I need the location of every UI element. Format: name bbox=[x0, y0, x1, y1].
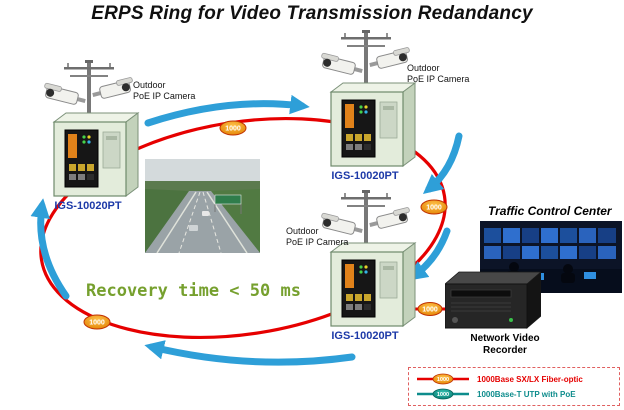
photo-road-sign bbox=[214, 194, 242, 205]
utp-arrow-top bbox=[144, 94, 310, 127]
highway-photo bbox=[145, 159, 260, 253]
pole-camera-cabinet-illustration bbox=[318, 29, 416, 167]
camera-label-top-right: Outdoor PoE IP Camera bbox=[407, 63, 470, 85]
ring-speed-badges: 1000 1000 1000 1000 bbox=[83, 120, 448, 330]
utp-ring-arrows bbox=[30, 94, 463, 366]
utp-arrow-right-upper bbox=[422, 132, 463, 194]
svg-text:1000: 1000 bbox=[437, 377, 449, 383]
photo-car bbox=[202, 211, 209, 216]
speed-badge-top: 1000 bbox=[219, 120, 247, 136]
camera-switch-node-top-right: IGS-10020PT bbox=[305, 29, 425, 195]
legend-utp-label: 1000Base-T UTP with PoE bbox=[477, 389, 576, 399]
svg-text:1000: 1000 bbox=[225, 126, 241, 133]
photo-car bbox=[189, 225, 198, 231]
speed-badge-nvr-link: 1000 bbox=[417, 302, 443, 316]
nvr-label: Network Video Recorder bbox=[470, 333, 540, 356]
page-title: ERPS Ring for Video Transmission Redanda… bbox=[91, 3, 533, 24]
legend-item-utp: 1000 1000Base-T UTP with PoE bbox=[415, 388, 613, 400]
nvr-status-led bbox=[509, 318, 513, 322]
switch-model-label: IGS-10020PT bbox=[331, 330, 399, 342]
recovery-time-text: Recovery time < 50 ms bbox=[86, 281, 301, 301]
photo-road bbox=[145, 191, 260, 253]
video-wall-screens bbox=[484, 228, 616, 259]
speed-badge-bottom-left: 1000 bbox=[83, 314, 111, 330]
svg-text:1000: 1000 bbox=[437, 392, 449, 398]
svg-text:1000: 1000 bbox=[422, 307, 438, 314]
pole-camera-cabinet-illustration bbox=[41, 59, 139, 197]
utp-arrow-right-lower bbox=[407, 227, 451, 281]
pole-camera-cabinet-illustration bbox=[318, 189, 416, 327]
camera-switch-node-bottom: IGS-10020PT bbox=[305, 189, 425, 355]
nvr-device-image bbox=[445, 271, 541, 329]
nvr-power-button bbox=[452, 317, 458, 323]
traffic-control-center-label: Traffic Control Center bbox=[488, 204, 612, 218]
utp-arrow-bottom bbox=[144, 340, 356, 366]
legend: 1000 1000Base SX/LX Fiber-optic 1000 100… bbox=[408, 367, 620, 406]
switch-model-label: IGS-10020PT bbox=[54, 200, 122, 212]
utp-arrow-left bbox=[30, 198, 70, 300]
camera-label-bottom: Outdoor PoE IP Camera bbox=[286, 226, 349, 248]
fiber-line-sample: 1000 bbox=[417, 373, 469, 385]
utp-line-sample: 1000 bbox=[417, 388, 469, 400]
camera-label-top-left: Outdoor PoE IP Camera bbox=[133, 80, 196, 102]
legend-item-fiber: 1000 1000Base SX/LX Fiber-optic bbox=[415, 373, 613, 385]
camera-switch-node-top-left: IGS-10020PT bbox=[28, 59, 148, 225]
speed-badge-right: 1000 bbox=[420, 199, 448, 215]
legend-fiber-label: 1000Base SX/LX Fiber-optic bbox=[477, 374, 583, 384]
switch-model-label: IGS-10020PT bbox=[331, 170, 399, 182]
svg-text:1000: 1000 bbox=[426, 205, 442, 212]
svg-text:1000: 1000 bbox=[89, 320, 105, 327]
